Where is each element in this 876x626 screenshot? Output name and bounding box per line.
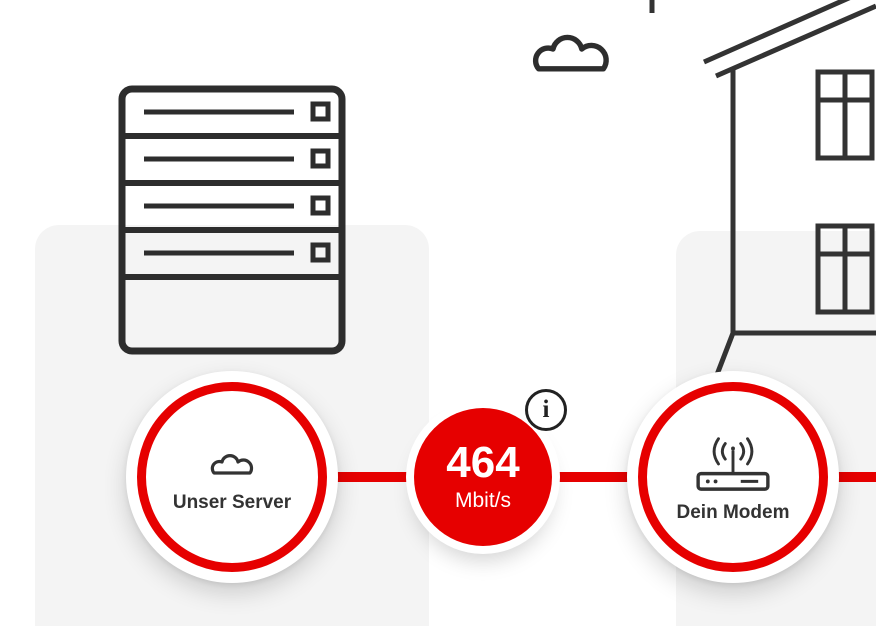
connection-line: [232, 472, 876, 482]
modem-node-circle: Dein Modem: [627, 371, 839, 583]
house-icon: [649, 0, 876, 399]
speed-unit: Mbit/s: [454, 488, 511, 512]
cloud-icon: [532, 34, 609, 72]
server-node-ring: Unser Server: [137, 382, 327, 572]
modem-icon: [696, 436, 770, 491]
speed-badge: 464 Mbit/s: [414, 408, 552, 546]
server-rack-icon: [118, 85, 346, 355]
speed-value: 464: [446, 438, 520, 488]
server-node-label: Unser Server: [172, 491, 292, 513]
server-cloud-icon: [210, 453, 254, 475]
modem-node-ring: Dein Modem: [638, 382, 828, 572]
info-button[interactable]: i: [525, 389, 567, 431]
server-node-circle: Unser Server: [126, 371, 338, 583]
info-icon: i: [542, 395, 550, 423]
modem-node-label: Dein Modem: [676, 501, 790, 523]
